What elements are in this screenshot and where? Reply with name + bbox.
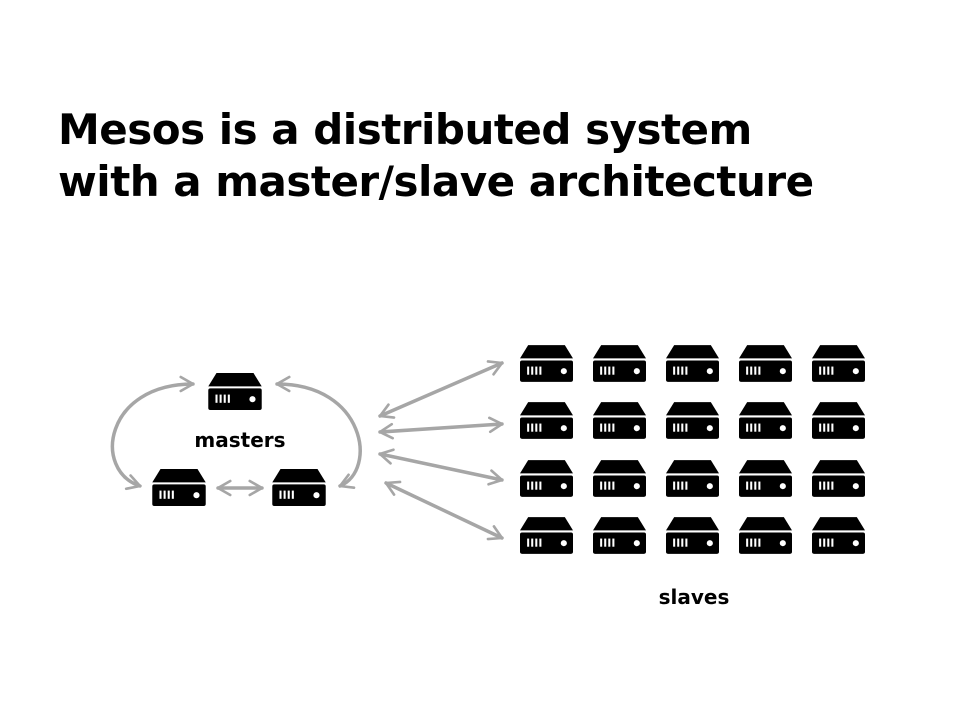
slave-server-icon — [666, 460, 719, 497]
slave-link-arrow-1 — [378, 360, 504, 419]
slaves-grid — [520, 345, 865, 554]
slave-server-icon — [520, 517, 573, 554]
master-server-right-icon — [272, 469, 326, 506]
slide-title-line-2: with a master/slave architecture — [58, 157, 814, 206]
slave-link-arrow-3 — [378, 448, 504, 486]
slave-server-icon — [593, 517, 646, 554]
masters-label: masters — [194, 428, 285, 452]
master-right-loop-arrow — [275, 375, 362, 489]
slide-title-line-1: Mesos is a distributed system — [58, 105, 752, 154]
slave-server-icon — [739, 517, 792, 554]
master-left-loop-arrow — [110, 375, 195, 491]
slave-server-icon — [520, 460, 573, 497]
slave-server-icon — [739, 345, 792, 382]
slave-server-icon — [593, 345, 646, 382]
slave-server-icon — [666, 517, 719, 554]
master-slave-links — [378, 360, 504, 541]
master-server-top-icon — [208, 373, 262, 410]
master-server-left-icon — [152, 469, 206, 506]
slave-server-icon — [666, 402, 719, 439]
slave-server-icon — [812, 517, 865, 554]
slaves-label: slaves — [659, 585, 730, 609]
slave-server-icon — [520, 345, 573, 382]
slave-link-arrow-4 — [384, 480, 504, 541]
slave-server-icon — [666, 345, 719, 382]
slave-server-icon — [520, 402, 573, 439]
slave-server-icon — [812, 460, 865, 497]
slave-link-arrow-2 — [378, 416, 504, 440]
slide-title: Mesos is a distributed system with a mas… — [58, 104, 938, 208]
master-links — [110, 375, 362, 497]
slave-server-icon — [593, 460, 646, 497]
slave-server-icon — [812, 345, 865, 382]
slave-server-icon — [593, 402, 646, 439]
slave-server-icon — [812, 402, 865, 439]
slave-server-icon — [739, 460, 792, 497]
slave-server-icon — [739, 402, 792, 439]
